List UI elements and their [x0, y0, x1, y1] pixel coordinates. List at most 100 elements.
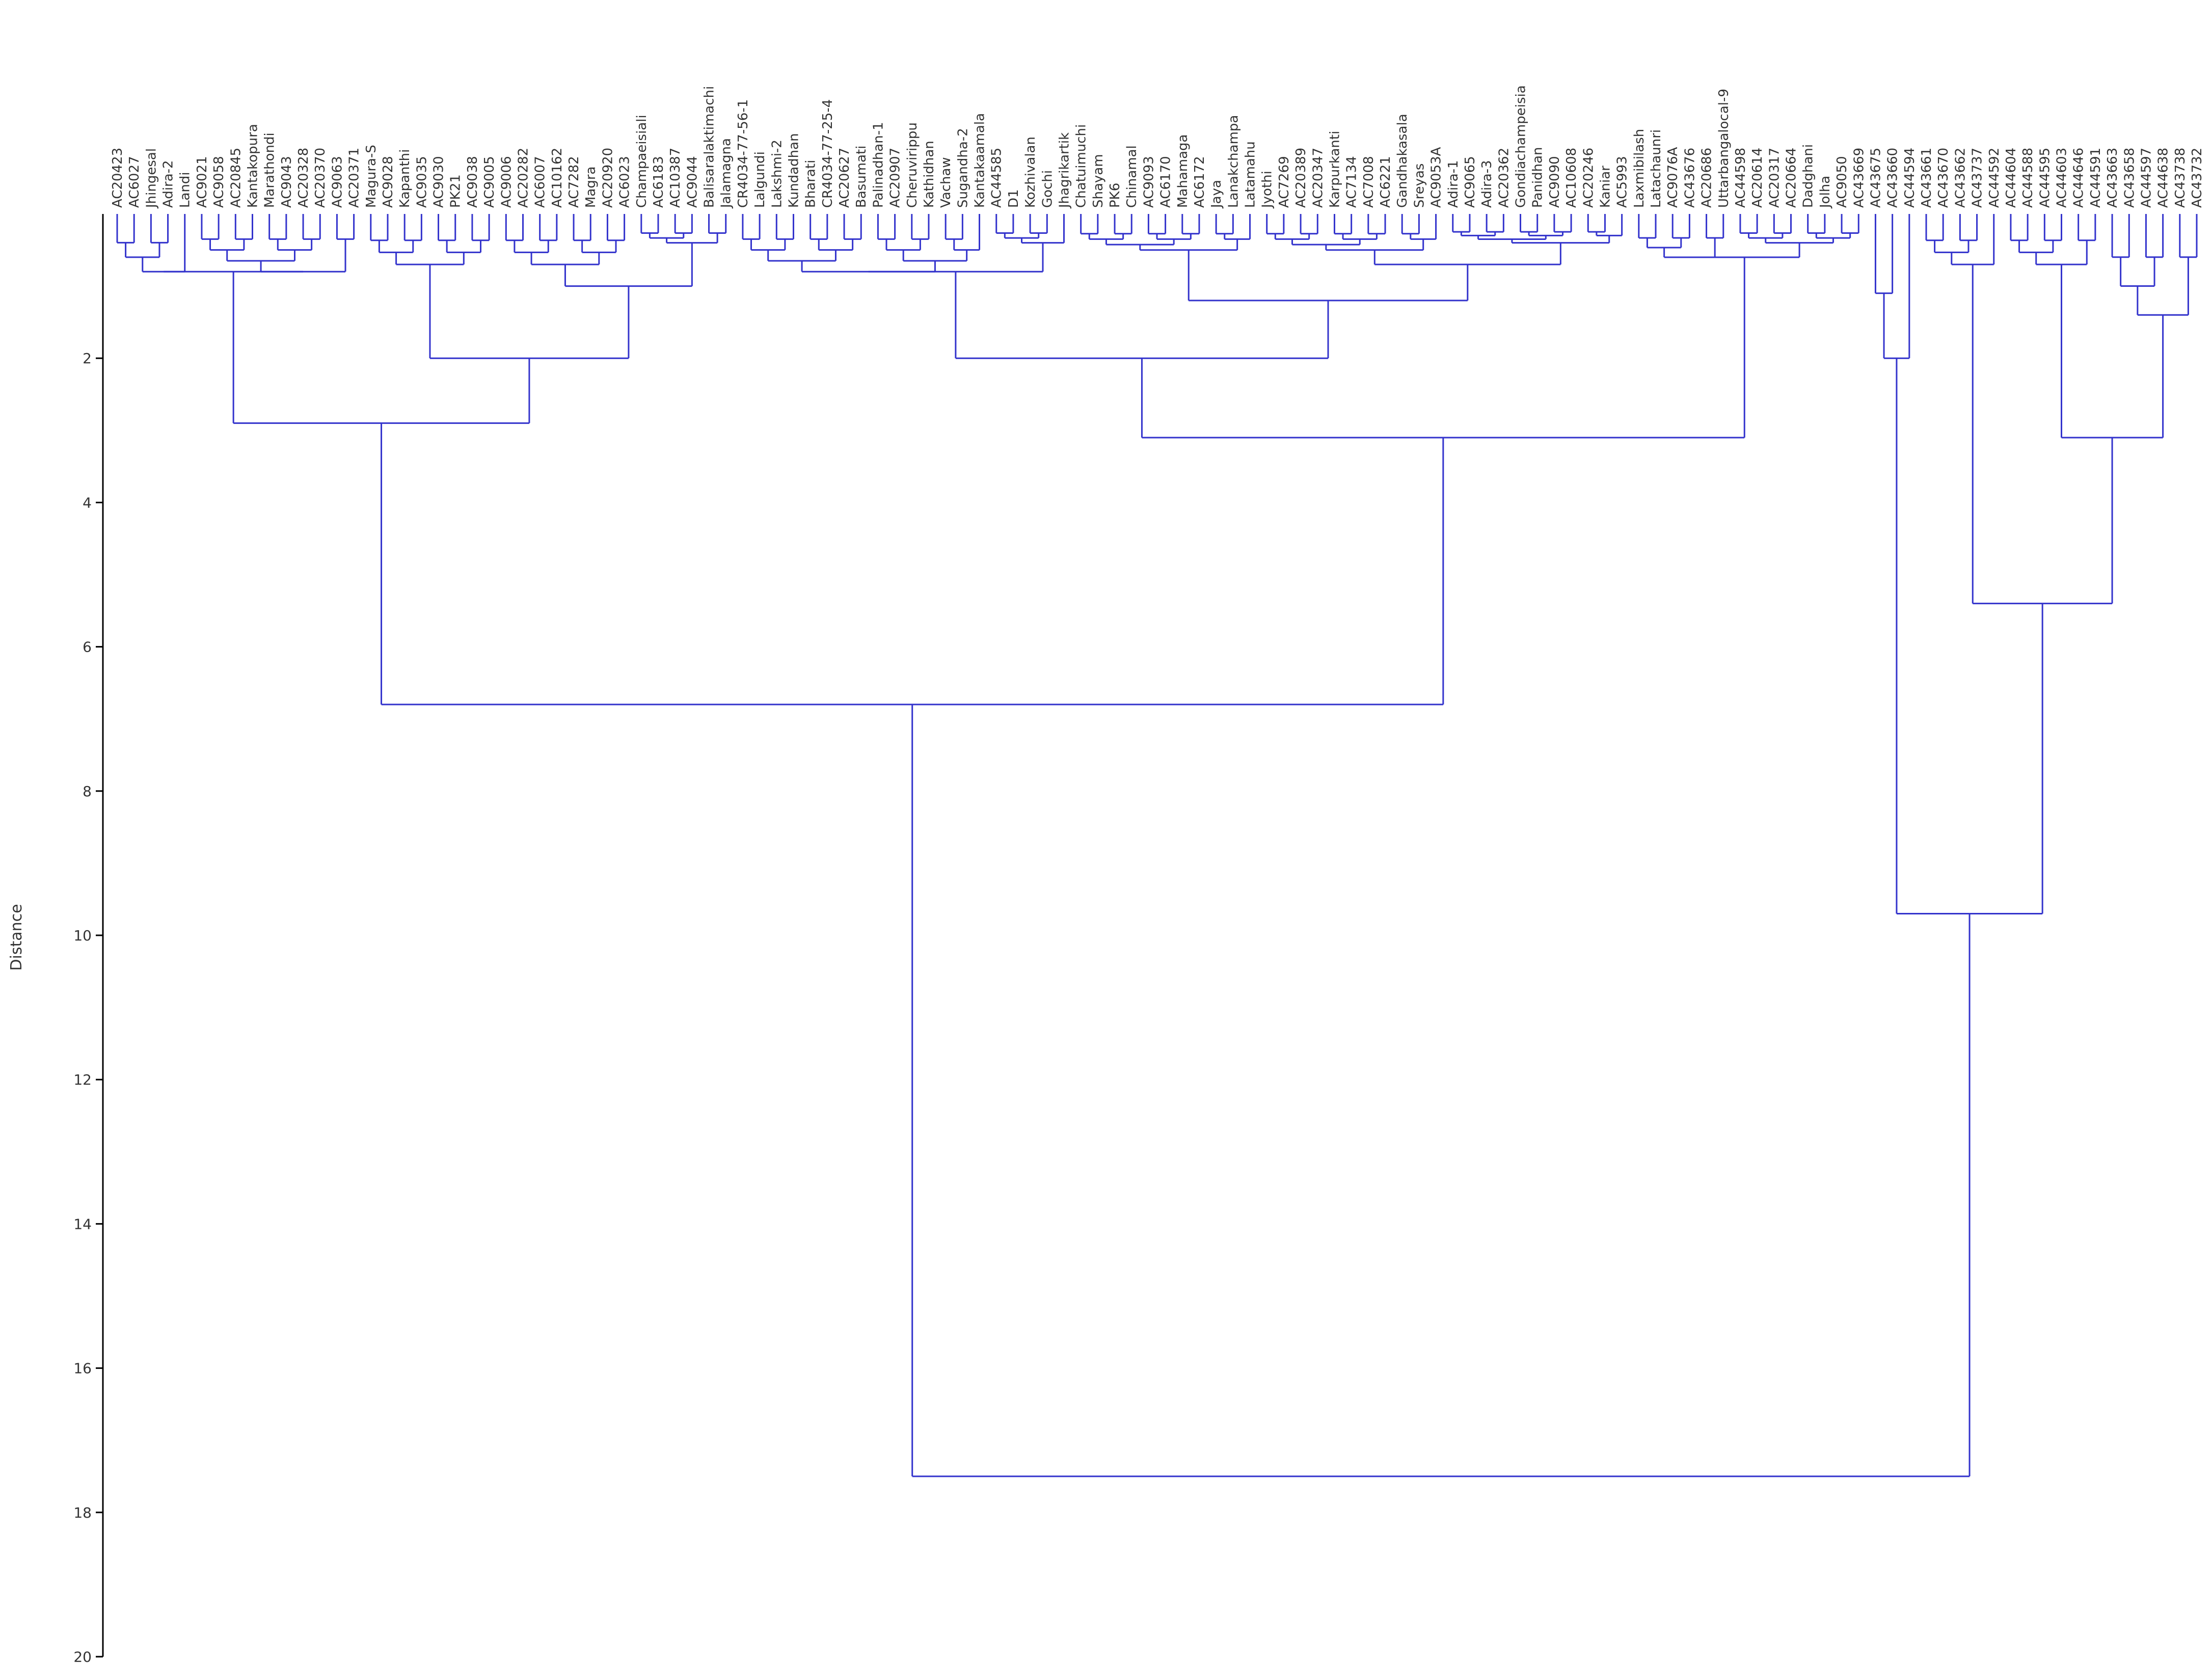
y-tick-label: 14 [73, 1216, 92, 1232]
leaf-label: Adira-2 [161, 160, 176, 208]
leaf-label: Gandhakasala [1395, 114, 1410, 208]
leaf-label: AC9030 [431, 156, 447, 208]
leaf-label: AC20614 [1750, 148, 1765, 208]
leaf-label: AC20907 [888, 148, 903, 208]
leaf-label: AC20362 [1496, 148, 1512, 208]
leaf-label: Kathidhan [922, 141, 937, 208]
leaf-label: AC5993 [1615, 156, 1630, 208]
leaf-label: AC44594 [1902, 148, 1918, 208]
leaf-label: Kundadhan [786, 133, 801, 208]
leaf-label: AC20686 [1700, 148, 1715, 208]
leaf-label: AC10608 [1564, 148, 1579, 208]
y-axis-title: Distance [8, 904, 25, 970]
y-tick-label: 20 [73, 1649, 92, 1665]
leaf-label: Sreyas [1412, 164, 1427, 208]
leaf-label: AC44597 [2139, 148, 2154, 208]
leaf-label: Uttarbangalocal-9 [1716, 89, 1732, 208]
leaf-label: Shayam [1091, 154, 1106, 208]
leaf-label: AC44646 [2071, 148, 2087, 208]
leaf-label: AC20920 [600, 148, 615, 208]
leaf-label: AC44591 [2088, 148, 2103, 208]
leaf-label: D1 [1006, 189, 1021, 208]
leaf-label: AC9035 [414, 156, 429, 208]
leaf-label: Dadghani [1801, 144, 1816, 208]
y-tick-label: 6 [83, 639, 92, 656]
y-tick-label: 2 [83, 350, 92, 367]
dendrogram-tree [116, 214, 2198, 1477]
leaf-label: AC9063 [330, 156, 345, 208]
leaf-label: AC6172 [1192, 156, 1207, 208]
leaf-label: AC9065 [1463, 156, 1478, 208]
leaf-label: Jhagrikartik [1057, 132, 1072, 209]
leaf-label: AC43663 [2105, 148, 2120, 208]
leaf-label: AC44603 [2055, 148, 2070, 208]
leaf-label: AC9090 [1547, 156, 1562, 208]
leaf-label: Cheruvirippu [905, 122, 920, 208]
leaf-label: PK6 [1108, 183, 1123, 208]
leaf-label: Gondiachampeisia [1514, 85, 1529, 208]
leaf-label: Vachaw [938, 157, 954, 208]
leaf-label: AC9058 [211, 156, 227, 208]
leaf-label: Magra [583, 167, 599, 208]
leaf-label: AC20627 [837, 148, 852, 208]
leaf-label: AC20389 [1293, 148, 1309, 208]
leaf-label: Karpurkanti [1327, 131, 1342, 208]
leaf-label: AC9028 [381, 156, 396, 208]
leaf-label: Kantakaamala [973, 113, 988, 208]
leaf-label: AC20347 [1310, 148, 1326, 208]
y-tick-label: 18 [73, 1504, 92, 1521]
leaf-label: Kantakopura [245, 124, 260, 208]
leaf-label: Champaeisiali [634, 115, 650, 208]
leaf-label: AC44595 [2037, 148, 2053, 208]
leaf-label: AC20423 [110, 148, 125, 208]
leaf-label: AC43658 [2122, 148, 2137, 208]
leaf-label: AC44604 [2004, 148, 2019, 208]
leaf-label: AC9093 [1141, 156, 1156, 208]
leaf-label: AC43661 [1919, 148, 1934, 208]
leaf-label: Jhingesal [144, 148, 159, 209]
leaf-label: Jolha [1818, 176, 1833, 209]
leaf-label: Balisaralaktimachi [702, 86, 717, 208]
leaf-label: AC7134 [1344, 156, 1360, 208]
leaf-label: AC43669 [1851, 148, 1867, 208]
leaf-label: AC9076A [1665, 147, 1681, 208]
leaf-label: Adira-3 [1479, 160, 1495, 208]
leaf-label: AC20664 [1784, 148, 1799, 208]
leaf-label: AC44585 [989, 148, 1005, 208]
leaf-label: Laxmibilash [1632, 129, 1647, 208]
leaf-label: AC10387 [668, 148, 683, 208]
leaf-label: AC9006 [499, 156, 514, 208]
y-tick-label: 8 [83, 783, 92, 800]
leaf-label: AC20845 [228, 148, 244, 208]
leaf-label: AC6007 [533, 156, 548, 208]
leaf-label: Bharati [803, 160, 819, 208]
leaf-label: AC20282 [516, 148, 531, 208]
leaf-label: AC6183 [651, 156, 666, 208]
leaf-label: AC7269 [1277, 156, 1292, 208]
leaf-label: Kapanthi [397, 149, 413, 208]
leaf-label: Kaniar [1598, 166, 1613, 208]
leaf-label: Jalamagna [719, 138, 734, 209]
leaf-label: AC9053A [1429, 147, 1444, 208]
leaf-label: AC9043 [279, 156, 294, 208]
leaf-label: AC6170 [1158, 156, 1174, 208]
leaf-label: AC9050 [1835, 156, 1850, 208]
leaf-label: AC43675 [1868, 148, 1883, 208]
y-tick-label: 12 [73, 1071, 92, 1088]
leaf-label: AC20328 [296, 148, 311, 208]
leaf-label: AC44598 [1733, 148, 1748, 208]
leaf-label: AC20370 [313, 148, 328, 208]
leaf-label: Sugandha-2 [955, 128, 970, 208]
leaf-label: AC9044 [685, 156, 700, 208]
leaf-label: PK21 [448, 174, 464, 208]
leaf-label: Palinadhan-1 [871, 122, 886, 208]
y-tick-label: 16 [73, 1360, 92, 1377]
leaf-label: CR4034-77-56-1 [736, 99, 751, 208]
leaf-label: AC9021 [195, 156, 210, 208]
leaf-label: Latachaunri [1649, 129, 1664, 208]
leaf-label: AC43662 [1953, 148, 1968, 208]
leaf-label: AC6221 [1378, 156, 1393, 208]
